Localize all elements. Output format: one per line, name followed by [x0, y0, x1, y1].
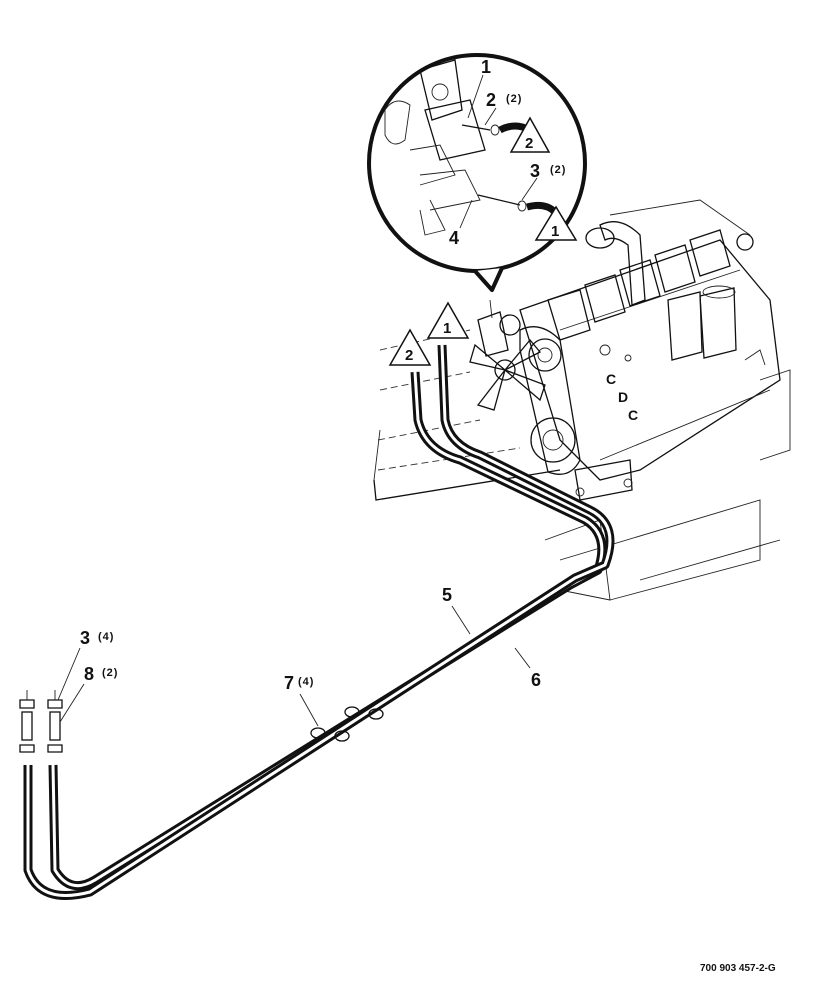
svg-text:1: 1: [443, 320, 451, 337]
svg-text:2: 2: [525, 135, 533, 152]
callout-6: 6: [531, 670, 541, 690]
callout-8-qty: (2): [102, 667, 118, 679]
callout-2: 2: [486, 90, 496, 110]
callout-7: 7: [284, 673, 294, 693]
triangle-hose-1: 1: [426, 301, 470, 339]
filters: [667, 285, 737, 361]
engine-label-c2: C: [628, 407, 638, 423]
fan: [469, 338, 546, 411]
callout-3-left: 3: [80, 628, 90, 648]
callout-5-leader: [451, 605, 471, 635]
left-end-fittings: [19, 690, 63, 753]
pulley-assembly: [499, 314, 581, 475]
callout-3-top-qty: (2): [550, 164, 566, 176]
engine-label-c1: C: [606, 371, 616, 387]
callout-7-qty: (4): [298, 676, 314, 688]
callout-8-leader: [59, 683, 85, 723]
callout-2-qty: (2): [506, 93, 522, 105]
callout-8: 8: [84, 664, 94, 684]
triangle-detail-1: 1: [534, 205, 578, 241]
callout-6-leader: [514, 647, 531, 669]
hose-clamps: [310, 706, 384, 742]
svg-text:1: 1: [551, 223, 559, 240]
hose-assembly: [19, 344, 615, 900]
callout-3-left-qty: (4): [98, 631, 114, 643]
chassis-frame: [373, 329, 791, 601]
triangle-hose-2: 2: [388, 328, 432, 366]
triangle-detail-2: 2: [509, 116, 551, 153]
svg-text:2: 2: [405, 347, 413, 364]
detail-view: [367, 53, 587, 292]
valve-covers: [547, 229, 731, 341]
callout-3-left-leader: [57, 647, 81, 701]
callout-5: 5: [442, 585, 452, 605]
callout-1: 1: [481, 57, 491, 77]
engine: C D C: [469, 199, 781, 501]
callout-3-top: 3: [530, 161, 540, 181]
callout-7-leader: [299, 693, 319, 727]
callout-4: 4: [449, 228, 459, 248]
figure-code: 700 903 457-2-G: [700, 963, 776, 974]
engine-label-d: D: [618, 389, 628, 405]
